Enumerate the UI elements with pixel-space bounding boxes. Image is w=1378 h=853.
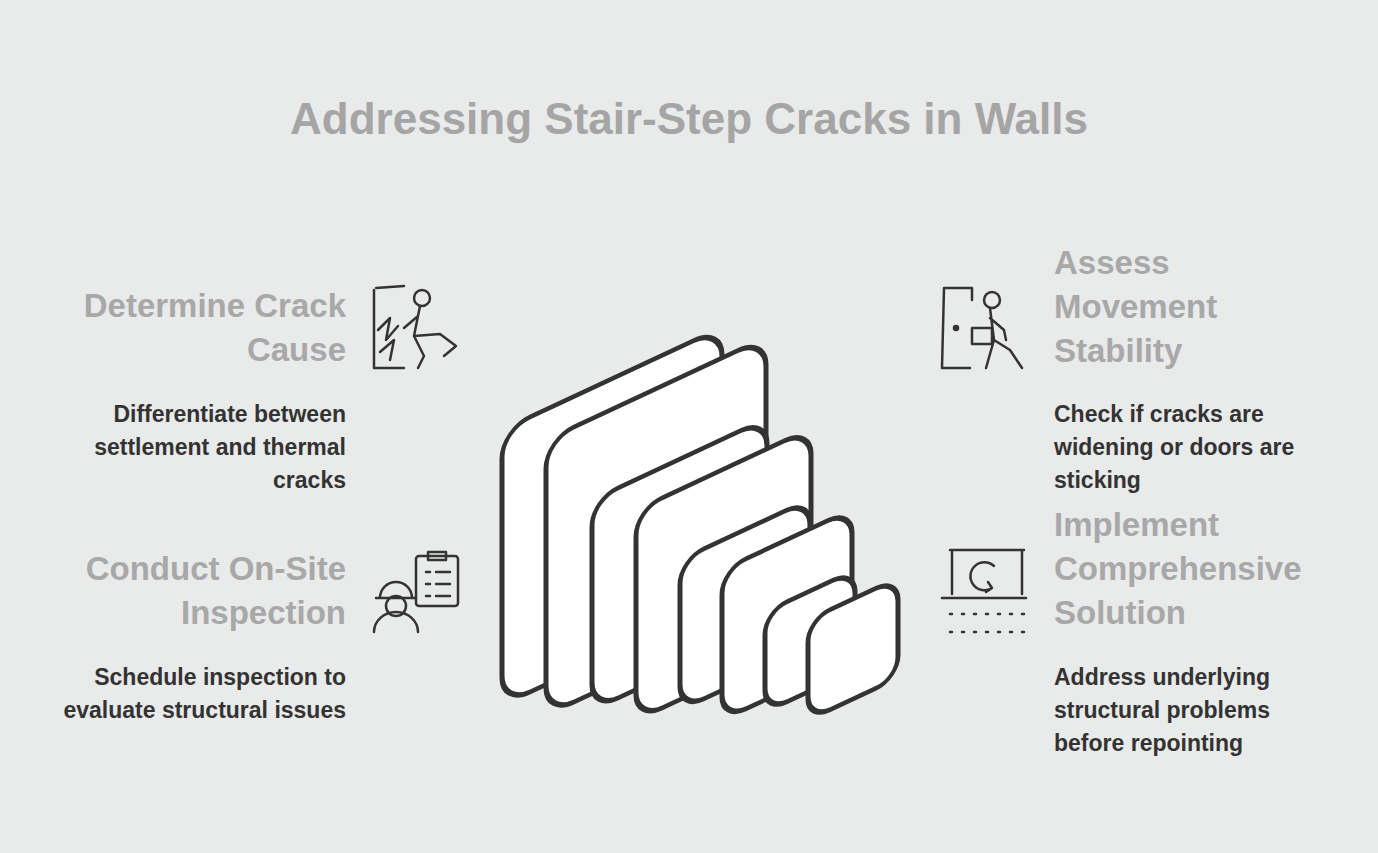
step-description: Address underlying structural problems b… [1054,661,1334,760]
step-description: Differentiate between settlement and the… [46,398,346,497]
stacked-slabs [502,327,898,720]
step-heading: Conduct On-Site Inspection [56,547,346,635]
step-heading: Determine Crack Cause [56,284,346,372]
step-description: Schedule inspection to evaluate structur… [46,661,346,727]
step-heading: Assess Movement Stability [1054,241,1314,373]
diagram-title: Addressing Stair-Step Cracks in Walls [0,94,1378,144]
step-heading: Implement Comprehensive Solution [1054,503,1324,635]
step-description: Check if cracks are widening or doors ar… [1054,398,1334,497]
repair-icon [942,550,1026,632]
crack-icon [374,286,456,368]
door-icon [942,288,1022,368]
inspector-icon [374,552,458,632]
